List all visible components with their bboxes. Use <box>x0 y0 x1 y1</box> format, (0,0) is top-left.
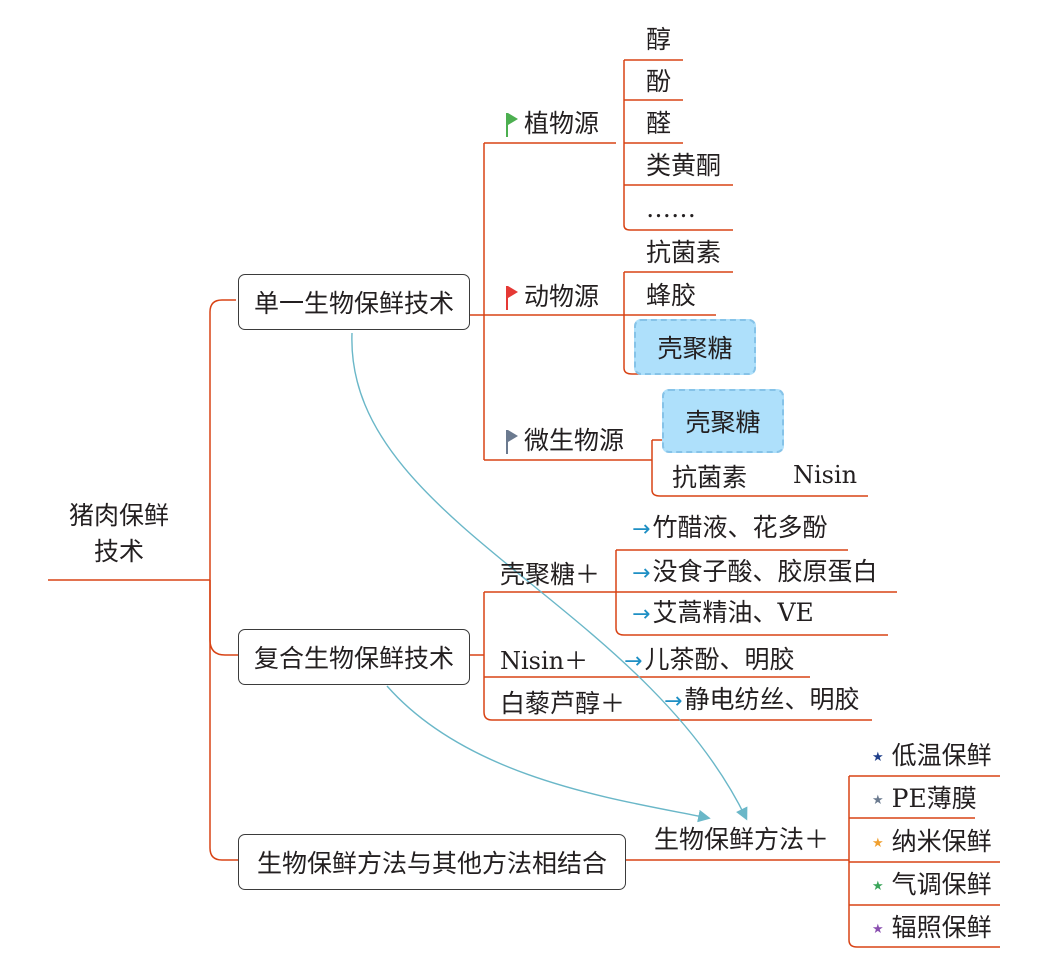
plant-item: 酚 <box>646 67 672 96</box>
link-single-to-combined <box>351 332 748 821</box>
combined-item: ★低温保鲜 <box>872 741 992 770</box>
star-icon: ★ <box>872 836 884 851</box>
flag-icon <box>506 430 518 454</box>
combined-item: ★纳米保鲜 <box>872 827 992 856</box>
microbe-source-label: 微生物源 <box>506 425 624 457</box>
flag-icon <box>506 286 518 310</box>
arrow-right-icon: → <box>632 517 651 542</box>
microbe-item: Nisin <box>793 461 858 489</box>
bio-method-plus-label: 生物保鲜方法＋ <box>654 825 830 854</box>
root-bracket-mid <box>209 580 240 656</box>
nisin-plus-label: Nisin＋ <box>500 647 589 675</box>
root-title: 猪肉保鲜技术 <box>68 501 169 566</box>
microbe-source-text: 微生物源 <box>524 426 625 455</box>
nisin-combo-item: →儿茶酚、明胶 <box>624 645 795 674</box>
combined-item: ★辐照保鲜 <box>872 913 992 942</box>
plant-item: 类黄酮 <box>646 151 722 180</box>
arrow-right-icon: → <box>664 689 683 714</box>
arrow-right-icon: → <box>624 649 643 674</box>
plant-source-label: 植物源 <box>506 108 599 140</box>
arrow-right-icon: → <box>632 561 651 586</box>
animal-source-label: 动物源 <box>506 281 599 313</box>
animal-item: 蜂胶 <box>646 281 697 310</box>
link-compound-to-combined <box>386 685 711 823</box>
resveratrol-plus-label: 白藜芦醇＋ <box>500 689 626 718</box>
plant-item: 醛 <box>646 109 672 138</box>
star-icon: ★ <box>872 793 884 808</box>
resveratrol-combo-item: →静电纺丝、明胶 <box>664 685 860 714</box>
single-tech-box: 单一生物保鲜技术 <box>238 274 470 330</box>
animal-item-highlighted: 壳聚糖 <box>634 319 756 375</box>
chitosan-combo-item: →没食子酸、胶原蛋白 <box>632 557 878 586</box>
flag-icon <box>506 113 518 137</box>
chitosan-combo-item: →竹醋液、花多酚 <box>632 513 828 542</box>
combined-method-box: 生物保鲜方法与其他方法相结合 <box>238 834 626 890</box>
plant-item: 醇 <box>646 25 672 54</box>
root-bracket <box>209 299 238 861</box>
microbe-item: 抗菌素 <box>672 463 748 492</box>
plant-source-text: 植物源 <box>524 109 600 138</box>
microbe-item-highlighted: 壳聚糖 <box>662 389 784 453</box>
star-icon: ★ <box>872 922 884 937</box>
animal-source-text: 动物源 <box>524 282 600 311</box>
chitosan-plus-label: 壳聚糖＋ <box>500 560 601 589</box>
plant-item: …… <box>646 194 696 223</box>
chitosan-combo-item: →艾蒿精油、VE <box>632 598 814 627</box>
star-icon: ★ <box>872 879 884 894</box>
combined-item: ★气调保鲜 <box>872 870 992 899</box>
arrow-right-icon: → <box>632 602 651 627</box>
animal-item: 抗菌素 <box>646 238 722 267</box>
combined-item: ★PE薄膜 <box>872 784 977 813</box>
star-icon: ★ <box>872 750 884 765</box>
compound-tech-box: 复合生物保鲜技术 <box>238 629 470 685</box>
